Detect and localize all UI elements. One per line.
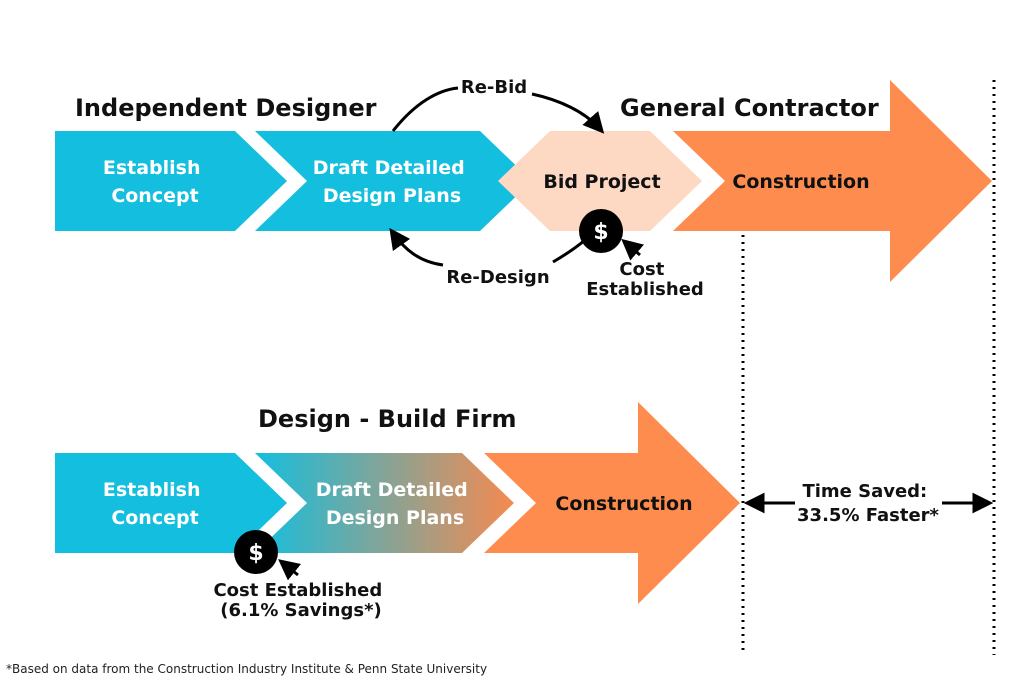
db-cost-pointer-arrow bbox=[278, 559, 302, 581]
establish-concept-step bbox=[55, 131, 287, 231]
db-establish-concept-label: Establish Concept bbox=[103, 479, 207, 529]
rebid-arrow-tail bbox=[531, 92, 605, 134]
source-footnote: *Based on data from the Construction Ind… bbox=[6, 662, 488, 676]
bid-project-step bbox=[498, 131, 702, 231]
general-contractor-heading: General Contractor bbox=[620, 94, 879, 122]
process-comparison-diagram: Independent Designer General Contractor … bbox=[55, 77, 996, 655]
db-draft-plans-step bbox=[255, 453, 514, 553]
db-draft-plans-label: Draft Detailed Design Plans bbox=[316, 479, 475, 529]
svg-text:$: $ bbox=[593, 220, 608, 245]
time-saved-label: Time Saved: 33.5% Faster* bbox=[797, 481, 940, 526]
db-construction-label: Construction bbox=[555, 493, 692, 515]
cost-pointer-arrow bbox=[621, 238, 644, 261]
dollar-icon: $ bbox=[234, 530, 278, 574]
redesign-label: Re-Design bbox=[446, 267, 549, 288]
bid-project-label: Bid Project bbox=[543, 171, 660, 193]
db-cost-established-label: Cost Established (6.1% Savings*) bbox=[213, 580, 388, 621]
redesign-arrow bbox=[552, 238, 586, 264]
cost-established-label: Cost Established bbox=[586, 259, 704, 300]
rebid-label: Re-Bid bbox=[461, 77, 527, 98]
svg-text:$: $ bbox=[248, 541, 263, 566]
construction-label: Construction bbox=[732, 171, 869, 193]
db-construction-arrow bbox=[484, 402, 740, 604]
draft-plans-step bbox=[255, 131, 532, 231]
draft-plans-label: Draft Detailed Design Plans bbox=[313, 157, 472, 207]
dollar-icon: $ bbox=[579, 209, 623, 253]
redesign-arrow-tail bbox=[389, 227, 444, 267]
establish-concept-label: Establish Concept bbox=[103, 157, 207, 207]
design-build-heading: Design - Build Firm bbox=[258, 405, 516, 433]
db-establish-concept-step bbox=[55, 453, 287, 553]
construction-arrow bbox=[673, 80, 992, 282]
independent-designer-heading: Independent Designer bbox=[75, 94, 377, 122]
rebid-arrow bbox=[391, 86, 459, 132]
